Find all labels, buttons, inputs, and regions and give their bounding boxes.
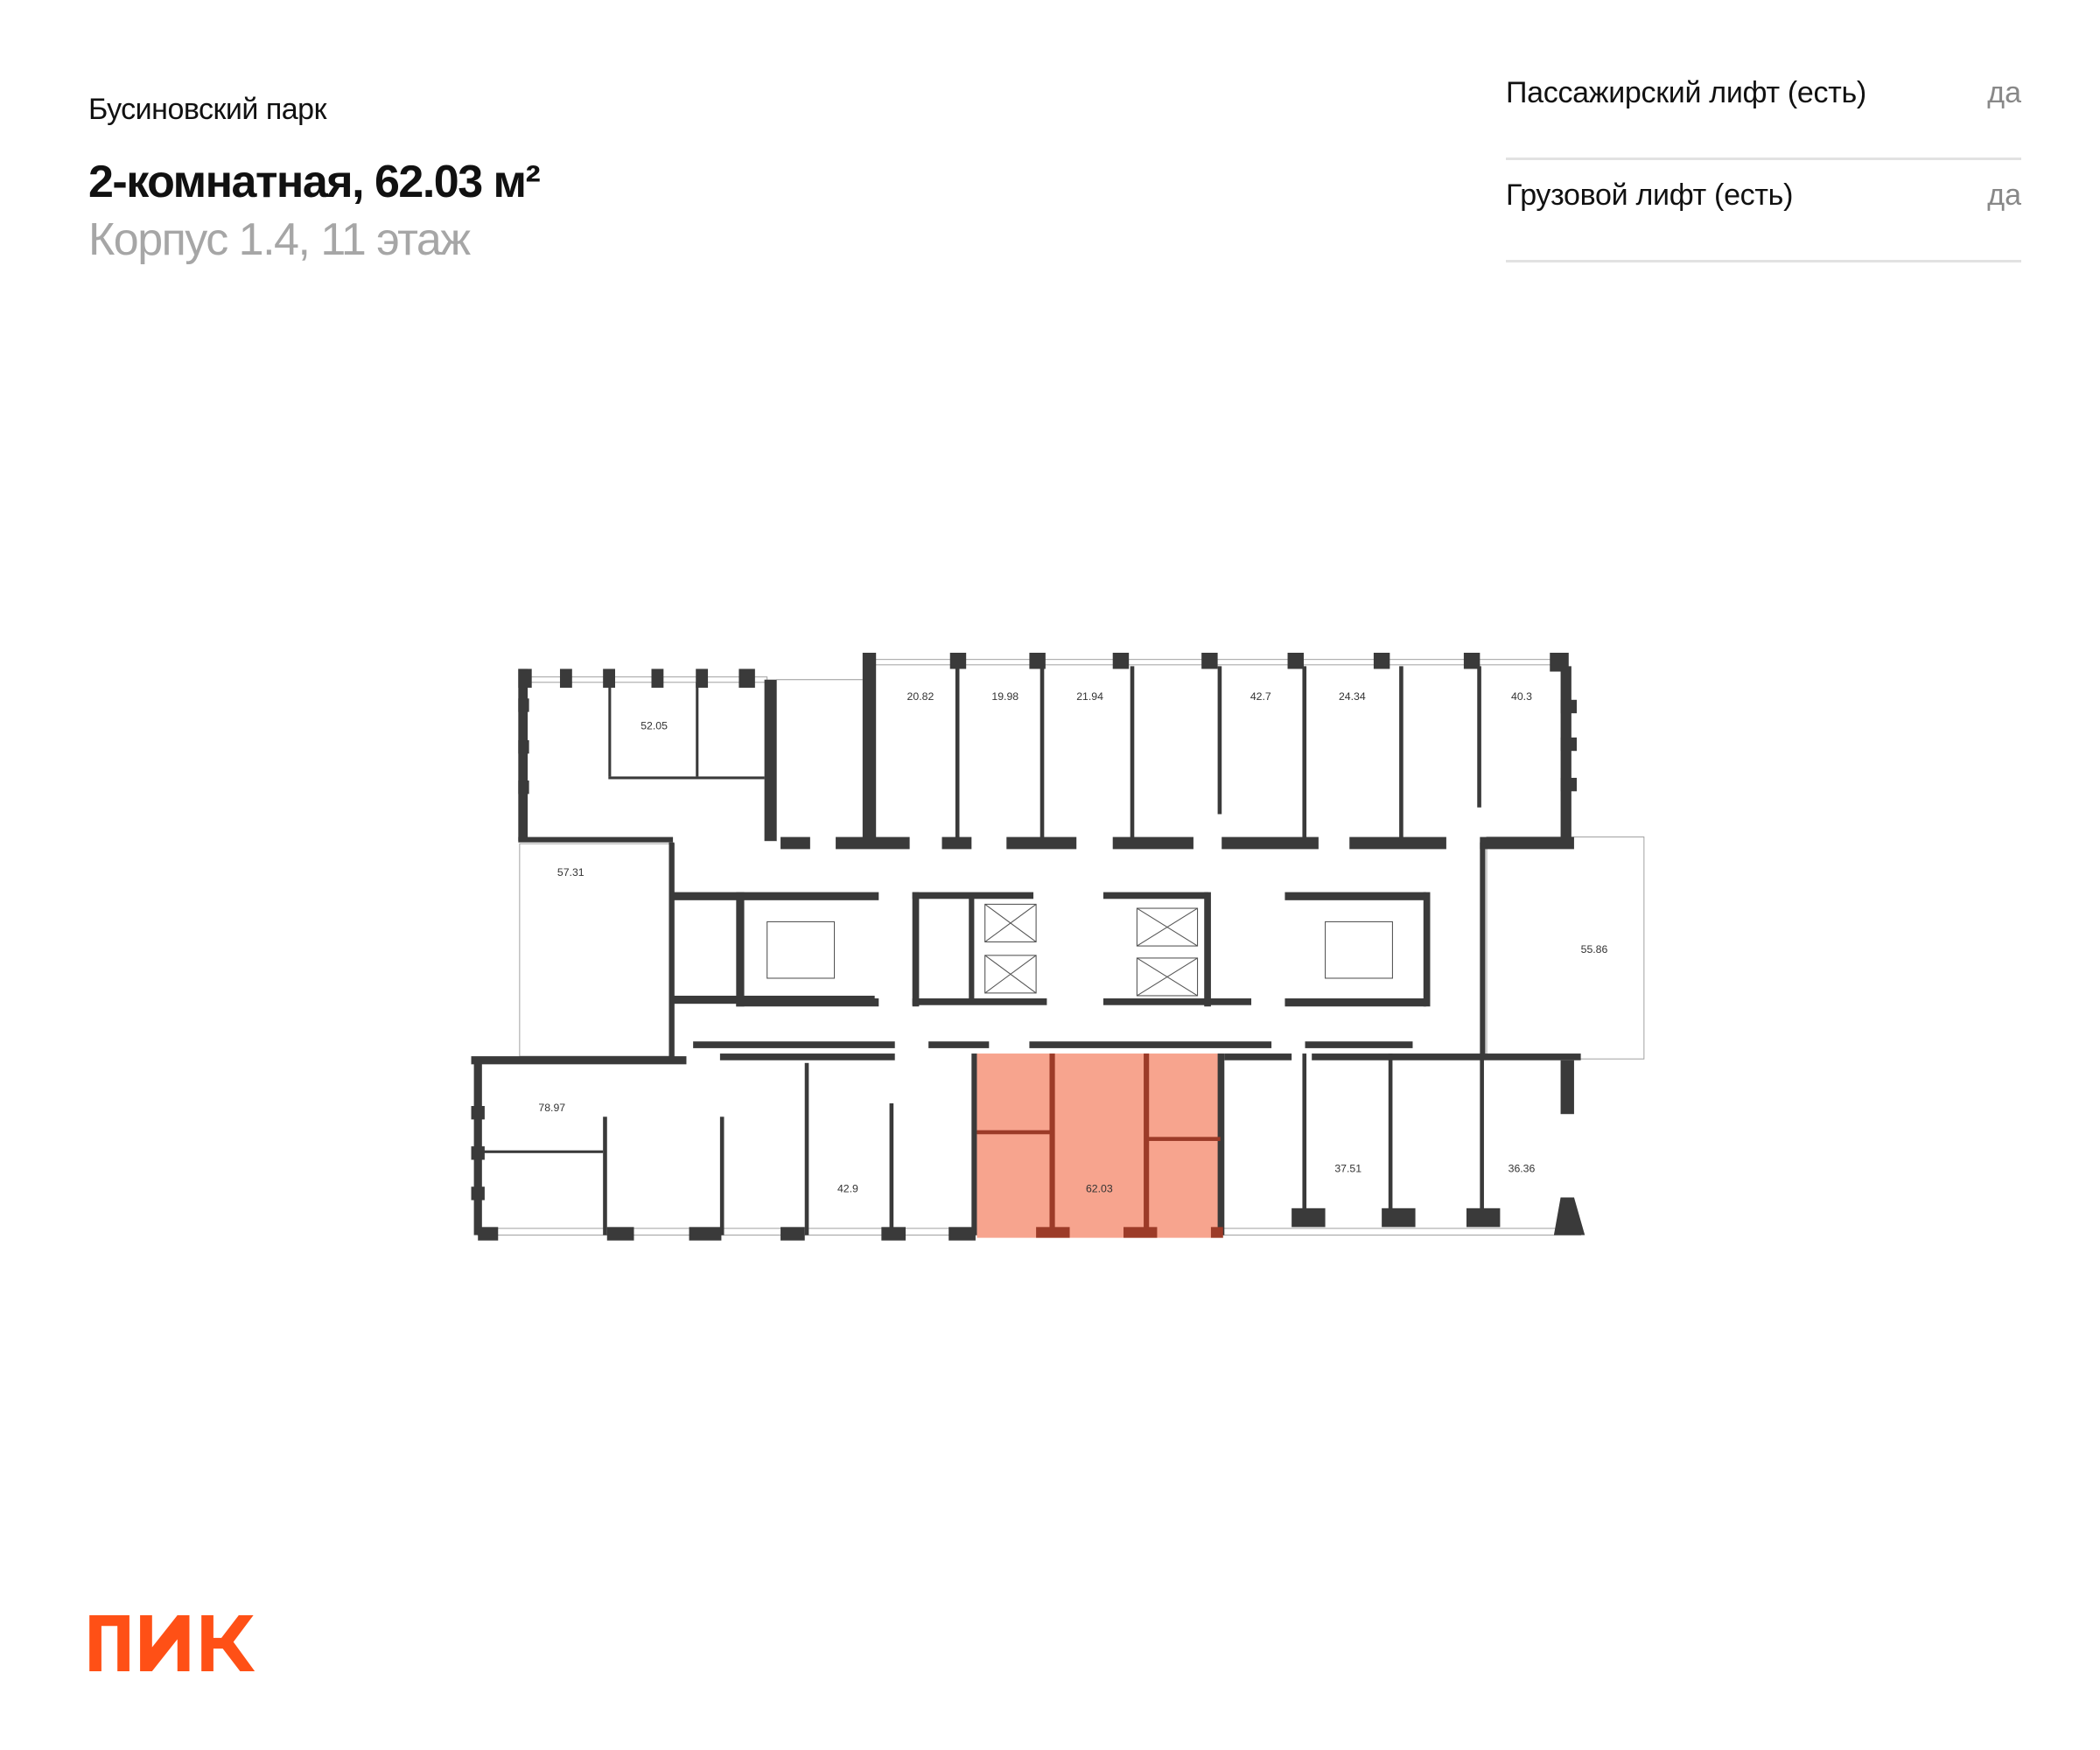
apartment-area-label[interactable]: 42.7 xyxy=(1250,690,1271,703)
feature-label: Грузовой лифт (есть) xyxy=(1506,178,1794,212)
apartment-area-label[interactable]: 37.51 xyxy=(1334,1162,1362,1174)
apartment-title: 2-комнатная, 62.03 м² xyxy=(88,157,541,207)
apartment-area-label[interactable]: 21.94 xyxy=(1076,690,1103,703)
feature-passenger-lift: Пассажирский лифт (есть) да xyxy=(1506,59,2021,160)
apartment-area-label[interactable]: 20.82 xyxy=(907,690,934,703)
feature-value: да xyxy=(1987,178,2021,212)
feature-label: Пассажирский лифт (есть) xyxy=(1506,76,1866,109)
building-floor: Корпус 1.4, 11 этаж xyxy=(88,214,471,265)
selected-apartment[interactable] xyxy=(976,1054,1223,1238)
apartment-area-label[interactable]: 40.3 xyxy=(1511,690,1532,703)
apartment-area-label[interactable]: 57.31 xyxy=(557,866,584,878)
apartment-area-label[interactable]: 19.98 xyxy=(991,690,1018,703)
apartment-area-label[interactable]: 62.03 xyxy=(1086,1182,1113,1194)
pik-logo xyxy=(89,1615,256,1671)
project-name: Бусиновский парк xyxy=(88,93,326,126)
feature-freight-lift: Грузовой лифт (есть) да xyxy=(1506,161,2021,262)
apartment-area-label[interactable]: 24.34 xyxy=(1339,690,1366,703)
apartment-area-label[interactable]: 55.86 xyxy=(1581,943,1608,956)
feature-value: да xyxy=(1987,76,2021,109)
apartment-area-label[interactable]: 42.9 xyxy=(837,1182,858,1194)
apartment-area-label[interactable]: 78.97 xyxy=(538,1102,565,1114)
apartment-area-label[interactable]: 36.36 xyxy=(1508,1162,1536,1174)
apartment-area-label[interactable]: 52.05 xyxy=(640,720,668,732)
floor-plan: 52.05 20.82 19.98 21.94 42.7 24.34 40.3 57.31 55… xyxy=(471,653,1645,1241)
